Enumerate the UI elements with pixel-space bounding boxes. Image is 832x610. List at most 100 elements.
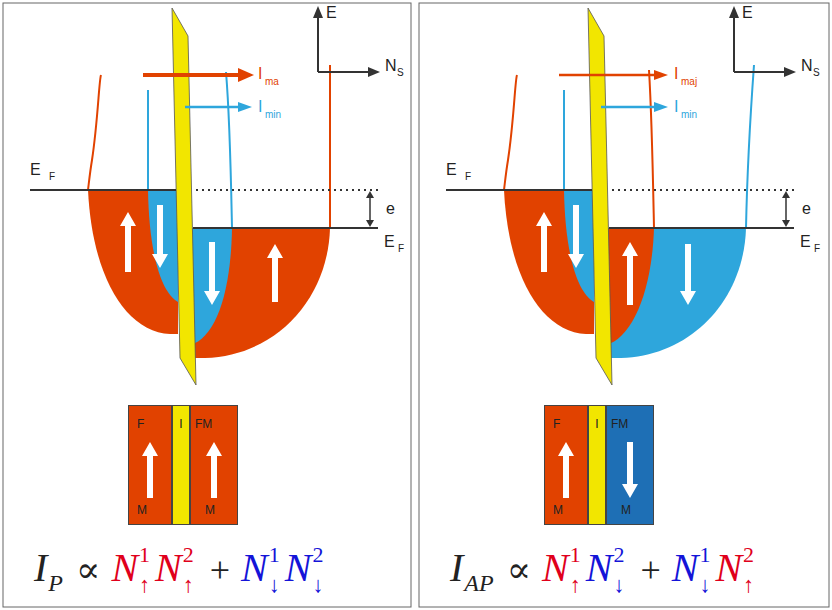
spin-up-arrow bbox=[536, 212, 552, 272]
current-subscript: min bbox=[681, 110, 697, 120]
fermi-subscript: F bbox=[465, 172, 471, 182]
axis-label: N bbox=[385, 58, 397, 74]
formula-operator: ∝ bbox=[507, 552, 531, 588]
current-subscript: min bbox=[265, 110, 281, 120]
formula-superscript: 1 bbox=[269, 544, 280, 566]
dos-axis bbox=[734, 71, 786, 73]
minority-current-head bbox=[238, 102, 252, 112]
tunnel-barrier bbox=[588, 8, 612, 385]
formula-superscript: 1 bbox=[699, 544, 710, 566]
formula-superscript: 2 bbox=[183, 544, 194, 566]
majority-band bbox=[190, 228, 330, 358]
minority-band bbox=[190, 228, 232, 345]
minority-curve bbox=[226, 72, 232, 228]
spin-down-arrow bbox=[204, 242, 220, 305]
axis-head bbox=[313, 6, 323, 18]
fermi-label: E bbox=[800, 234, 811, 250]
formula-symbol: N bbox=[672, 548, 699, 588]
magnetization-arrow bbox=[129, 406, 173, 526]
spin-down-arrow bbox=[680, 244, 696, 305]
fermi-level bbox=[193, 227, 378, 229]
current-label: I bbox=[674, 99, 678, 115]
axis-head bbox=[784, 67, 796, 77]
energy-axis bbox=[317, 16, 319, 72]
ferromagnet-layer: FMM bbox=[606, 405, 654, 525]
current-label: I bbox=[258, 99, 262, 115]
majority-current-head bbox=[654, 70, 668, 80]
layer-label: F bbox=[553, 418, 560, 430]
minority-band bbox=[606, 228, 654, 345]
layer-label: I bbox=[179, 418, 182, 430]
panel-frame bbox=[419, 3, 829, 607]
formula-spin-index: ↓ bbox=[312, 574, 323, 596]
formula-operator: ∝ bbox=[76, 552, 100, 588]
formula-spin-index: ↓ bbox=[699, 574, 710, 596]
minority-band bbox=[564, 190, 594, 302]
current-subscript: maj bbox=[681, 77, 697, 87]
minority-current-arrow bbox=[185, 106, 240, 109]
spin-up-arrow bbox=[622, 242, 638, 305]
formula-superscript: 2 bbox=[743, 544, 754, 566]
majority-current-head bbox=[238, 68, 254, 82]
fermi-subscript: F bbox=[814, 244, 820, 254]
axis-label: N bbox=[801, 58, 813, 74]
majority-band bbox=[606, 228, 746, 358]
panel-frame bbox=[3, 3, 411, 607]
magnetization-arrow bbox=[558, 442, 574, 498]
bias-label: e bbox=[386, 201, 395, 217]
fermi-level bbox=[30, 189, 176, 191]
minority-current-head bbox=[654, 102, 668, 112]
formula-symbol: N bbox=[241, 548, 268, 588]
majority-curve bbox=[88, 75, 101, 190]
spin-up-arrow bbox=[267, 244, 283, 302]
magnetization-arrow bbox=[142, 442, 158, 498]
formula-symbol: I bbox=[450, 548, 463, 588]
formula-operator: + bbox=[640, 552, 660, 588]
layer-label: F bbox=[137, 418, 144, 430]
bias-arrow-head bbox=[782, 191, 790, 198]
formula-symbol: N bbox=[715, 548, 742, 588]
formula-spin-index: ↑ bbox=[570, 574, 581, 596]
layer-label: I bbox=[595, 418, 598, 430]
current-label: I bbox=[674, 66, 678, 82]
formula-symbol: N bbox=[285, 548, 312, 588]
layer-label: M bbox=[205, 504, 215, 516]
majority-curve bbox=[746, 65, 754, 228]
axis-label: E bbox=[742, 5, 753, 21]
formula-symbol: N bbox=[155, 548, 182, 588]
energy-axis bbox=[733, 16, 735, 72]
spin-down-arrow bbox=[152, 205, 168, 268]
spin-up-arrow bbox=[120, 212, 136, 272]
fermi-label: E bbox=[30, 162, 41, 178]
formula-symbol: N bbox=[586, 548, 613, 588]
axis-subscript: S bbox=[397, 68, 404, 78]
magnetization-arrow bbox=[206, 442, 222, 498]
layer-label: M bbox=[553, 504, 563, 516]
majority-current-arrow bbox=[143, 73, 240, 77]
spin-down-arrow bbox=[568, 205, 584, 268]
dos-axis bbox=[318, 71, 370, 73]
formula-spin-index: ↑ bbox=[183, 574, 194, 596]
fermi-label: E bbox=[384, 234, 395, 250]
axis-label: E bbox=[326, 5, 337, 21]
minority-band bbox=[148, 190, 178, 302]
fermi-level bbox=[446, 189, 592, 191]
majority-curve bbox=[504, 75, 517, 190]
fermi-label: E bbox=[446, 162, 457, 178]
layer-label: M bbox=[621, 504, 631, 516]
fermi-level bbox=[609, 227, 794, 229]
formula-superscript: 1 bbox=[570, 544, 581, 566]
bias-label: e bbox=[802, 201, 811, 217]
minority-curve bbox=[649, 70, 654, 228]
layer-label: M bbox=[137, 504, 147, 516]
bias-arrow-head bbox=[782, 220, 790, 227]
parallel-panel bbox=[3, 3, 411, 607]
fermi-level-dotted bbox=[612, 189, 794, 191]
formula-subscript: AP bbox=[464, 571, 493, 595]
current-subscript: ma bbox=[265, 77, 279, 87]
ferromagnet-layer: FMM bbox=[190, 405, 238, 525]
fermi-subscript: F bbox=[49, 172, 55, 182]
tunnel-barrier bbox=[172, 8, 196, 385]
ferromagnet-layer: FM bbox=[544, 405, 588, 525]
